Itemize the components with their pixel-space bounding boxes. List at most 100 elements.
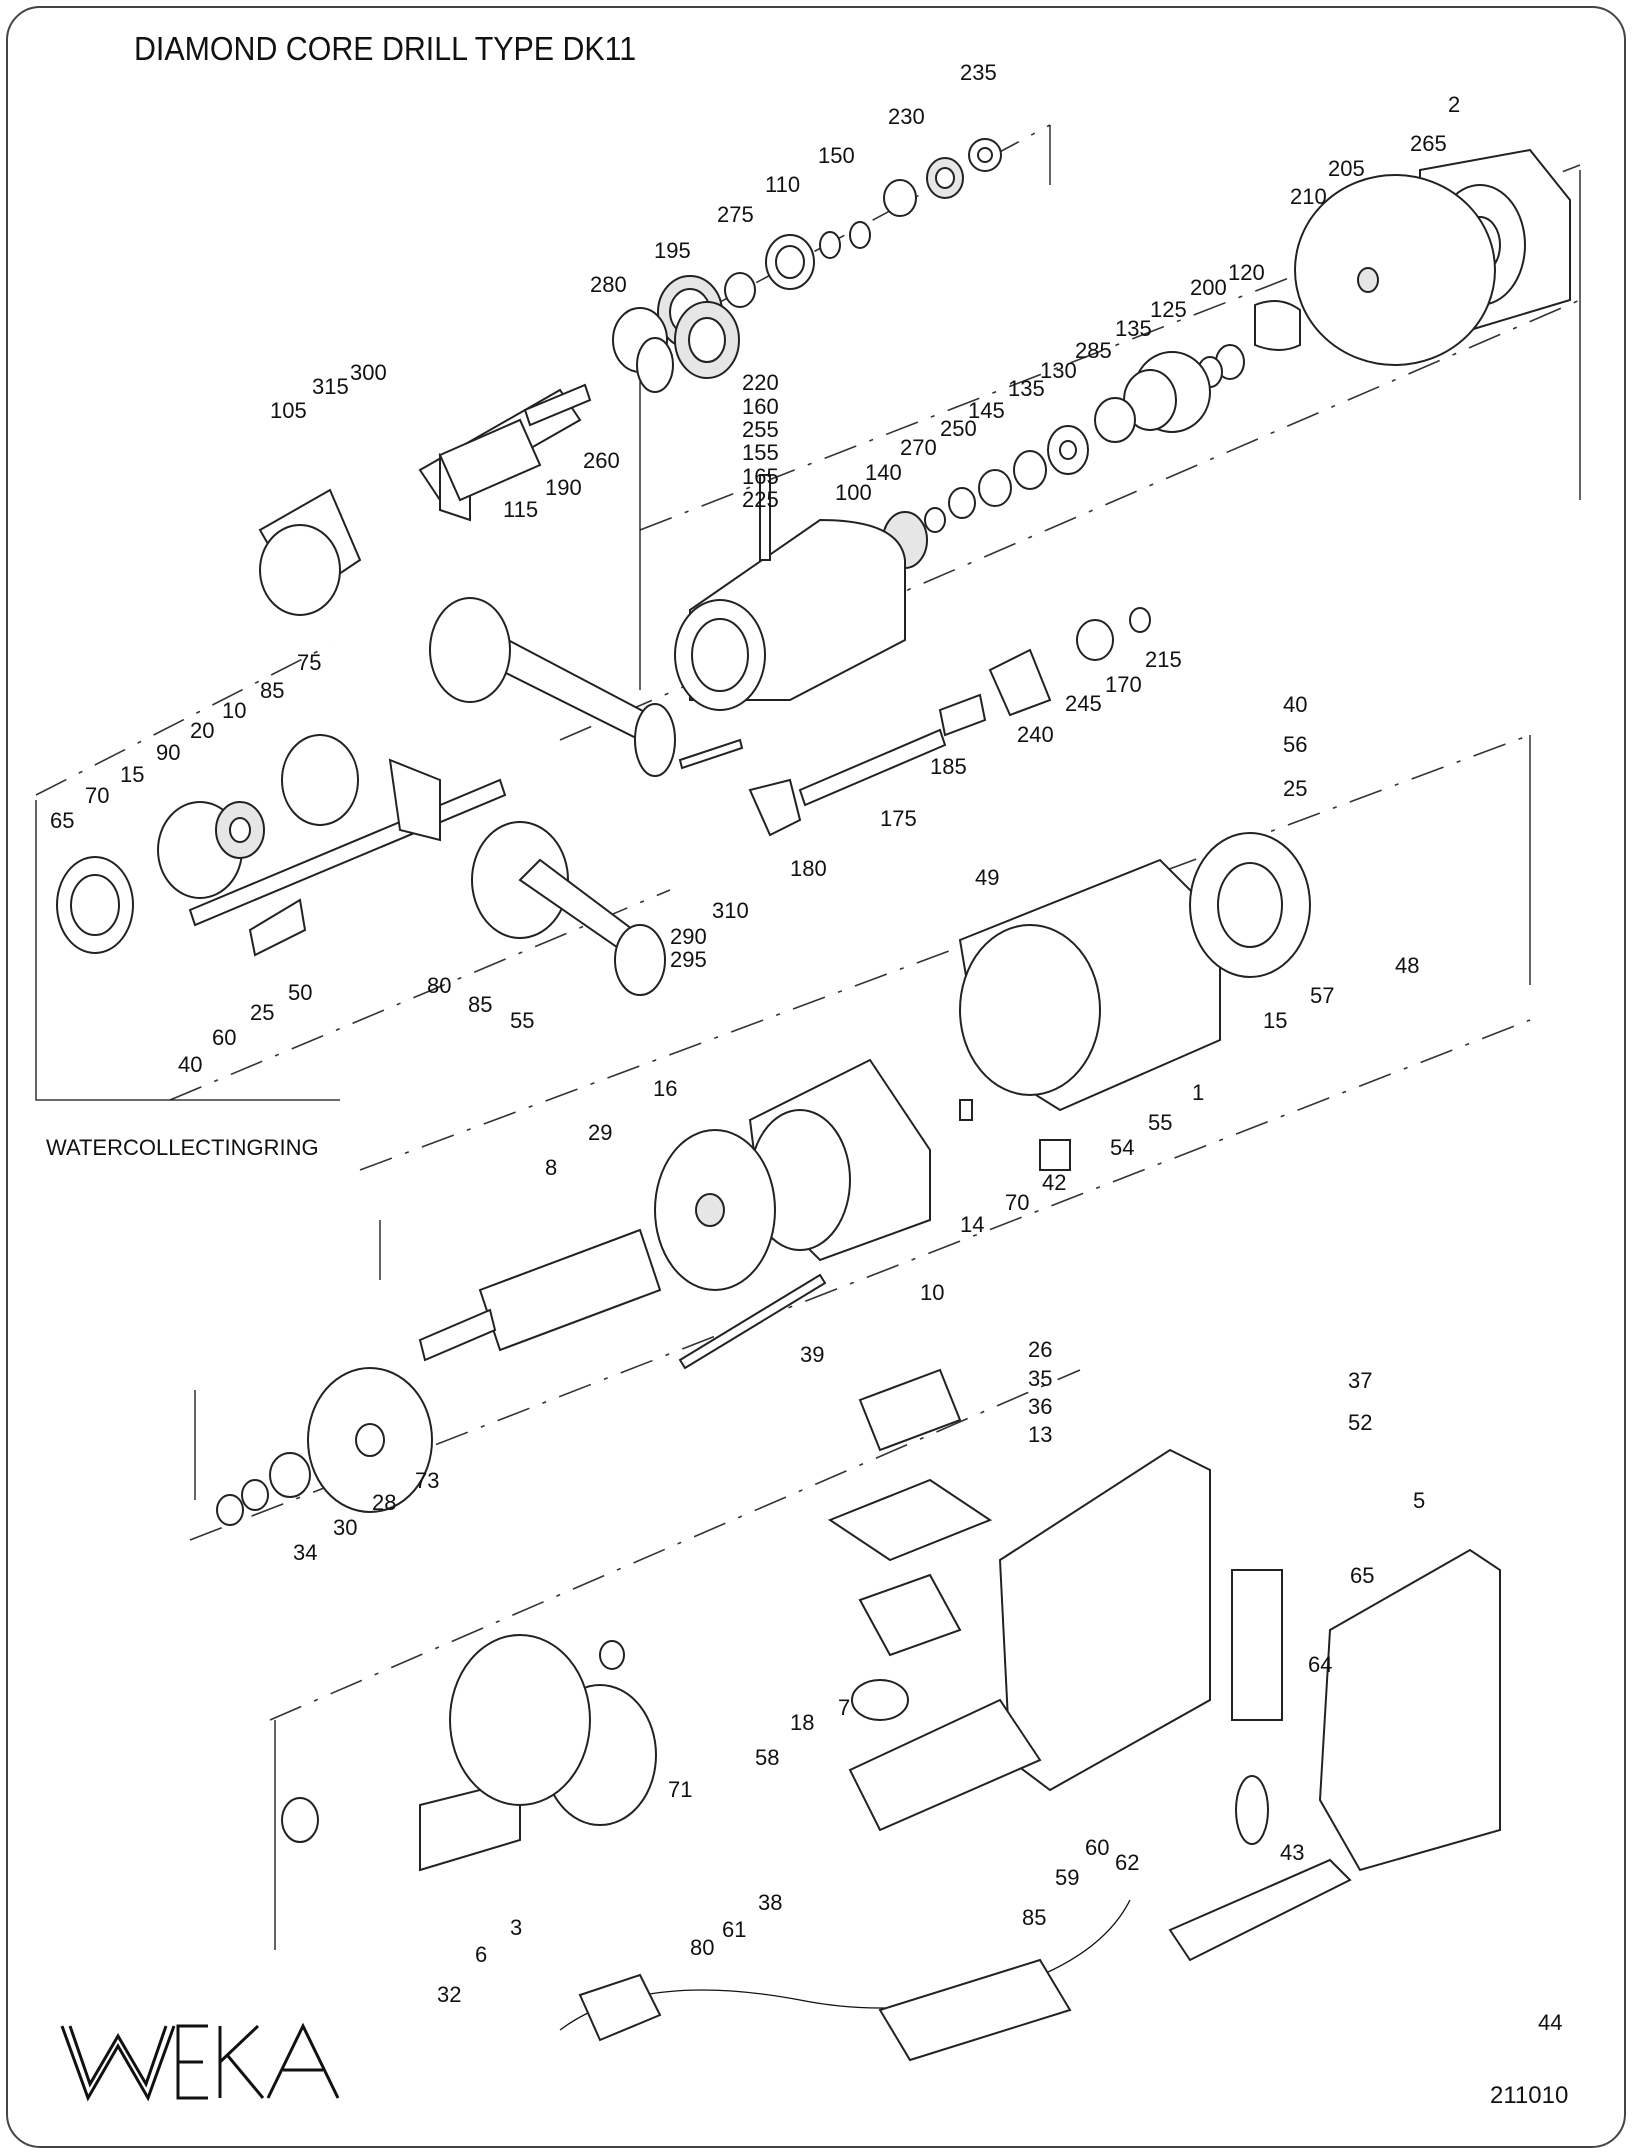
part-label: 125 (1150, 297, 1187, 322)
part-label: 54 (1110, 1135, 1134, 1160)
part-label: 75 (297, 650, 321, 675)
part-label: 58 (755, 1745, 779, 1770)
part-label: 2 (1448, 92, 1460, 117)
part-label: 135 (1115, 316, 1152, 341)
part-label: 85 (1022, 1905, 1046, 1930)
part-label: 65 (50, 808, 74, 833)
part-label: 55 (1148, 1110, 1172, 1135)
part-label: 290 (670, 924, 707, 949)
part-label: 49 (975, 865, 999, 890)
part-label: 70 (1005, 1190, 1029, 1215)
part-label: 70 (85, 783, 109, 808)
part-label: 205 (1328, 156, 1365, 181)
part-label: 15 (1263, 1008, 1287, 1033)
part-label: 15 (120, 762, 144, 787)
part-label: 130 (1040, 358, 1077, 383)
part-label: 80 (427, 973, 451, 998)
part-label: 260 (583, 448, 620, 473)
part-label: 10 (920, 1280, 944, 1305)
part-label: 265 (1410, 131, 1447, 156)
part-label: 80 (690, 1935, 714, 1960)
part-label: 36 (1028, 1394, 1052, 1419)
part-label: 145 (968, 398, 1005, 423)
part-label: 250 (940, 416, 977, 441)
part-label: 14 (960, 1212, 984, 1237)
part-label: 10 (222, 698, 246, 723)
part-label: 185 (930, 754, 967, 779)
part-label: 38 (758, 1890, 782, 1915)
part-label: 115 (503, 497, 538, 522)
part-label: 165 (742, 464, 779, 489)
part-label: 245 (1065, 691, 1102, 716)
part-label: 42 (1042, 1170, 1066, 1195)
part-label: 8 (545, 1155, 557, 1180)
part-label: 175 (880, 806, 917, 831)
part-label: 7 (838, 1695, 850, 1720)
part-label: 1 (1192, 1080, 1204, 1105)
part-label: 155 (742, 440, 779, 465)
part-label: 16 (653, 1076, 677, 1101)
part-label: 55 (510, 1008, 534, 1033)
part-label: 230 (888, 104, 925, 129)
part-label: 40 (1283, 692, 1307, 717)
part-label: 295 (670, 947, 707, 972)
part-label: 120 (1228, 260, 1265, 285)
part-label: 270 (900, 435, 937, 460)
part-label: 29 (588, 1120, 612, 1145)
part-label: 56 (1283, 732, 1307, 757)
part-label: 25 (1283, 776, 1307, 801)
part-label: 57 (1310, 983, 1334, 1008)
part-label: 200 (1190, 275, 1227, 300)
part-label: 52 (1348, 1410, 1372, 1435)
part-label: 73 (415, 1468, 439, 1493)
document-number: 211010 (1490, 2082, 1569, 2109)
part-label: 255 (742, 417, 779, 442)
part-label: 61 (722, 1917, 746, 1942)
part-label: 275 (717, 202, 754, 227)
part-label: 310 (712, 898, 749, 923)
part-label: 105 (270, 398, 307, 423)
part-label: 150 (818, 143, 855, 168)
part-label: 220 (742, 370, 779, 395)
part-label: 64 (1308, 1652, 1332, 1677)
watercollecting-ring-group (56, 734, 666, 996)
part-label: 170 (1105, 672, 1142, 697)
part-label: 90 (156, 740, 180, 765)
cable-and-switch-group (281, 1634, 1131, 2062)
part-label: 50 (288, 980, 312, 1005)
part-label: 140 (865, 460, 902, 485)
part-label: 34 (293, 1540, 317, 1565)
part-label: 235 (960, 60, 997, 85)
part-label: 20 (190, 718, 214, 743)
gearbox-housing-group (674, 148, 1571, 711)
handle-housing-group (827, 1368, 1501, 1962)
part-label: 13 (1028, 1422, 1052, 1447)
part-label: 225 (742, 487, 779, 512)
part-label: 32 (437, 1982, 461, 2007)
watercollecting-ring-label: WATERCOLLECTINGRING (46, 1135, 319, 1160)
part-label: 59 (1055, 1865, 1079, 1890)
part-label: 39 (800, 1342, 824, 1367)
part-label: 48 (1395, 953, 1419, 978)
part-label: 30 (333, 1515, 357, 1540)
part-label: 37 (1348, 1368, 1372, 1393)
part-label: 44 (1538, 2010, 1562, 2035)
part-label: 210 (1290, 184, 1327, 209)
part-label: 71 (668, 1777, 692, 1802)
part-label: 100 (835, 480, 872, 505)
part-label: 5 (1413, 1488, 1425, 1513)
part-label: 180 (790, 856, 827, 881)
water-connection-group (678, 607, 1151, 837)
part-label: 190 (545, 475, 582, 500)
part-label: 300 (350, 360, 387, 385)
part-label: 135 (1008, 376, 1045, 401)
part-label: 280 (590, 272, 627, 297)
part-label: 60 (212, 1025, 236, 1050)
part-label: 35 (1028, 1366, 1052, 1391)
part-label: 195 (654, 238, 691, 263)
part-label: 40 (178, 1052, 202, 1077)
part-label: 18 (790, 1710, 814, 1735)
part-label: 62 (1115, 1850, 1139, 1875)
part-label: 85 (260, 678, 284, 703)
